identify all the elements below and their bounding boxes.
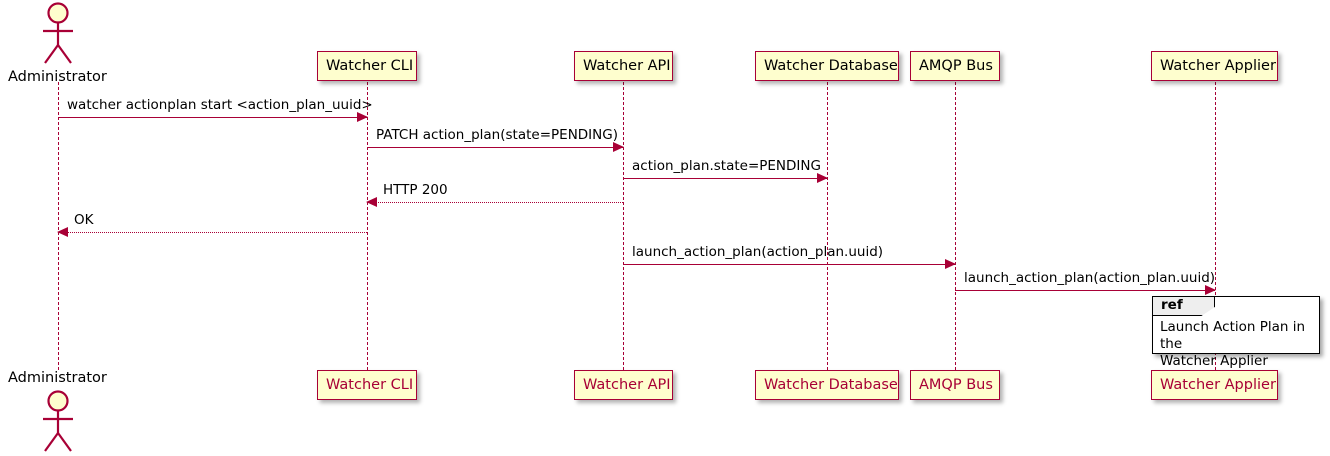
message-line: [623, 178, 827, 179]
actor-label-administrator-bottom: Administrator: [8, 370, 107, 386]
arrowhead-right-icon: [817, 173, 828, 183]
message-label: OK: [74, 212, 94, 228]
actor-label-administrator-top: Administrator: [8, 69, 107, 85]
arrowhead-right-icon: [1205, 285, 1216, 295]
message-line: [955, 290, 1215, 291]
message-line: [367, 202, 623, 203]
ref-fragment-body: Launch Action Plan in the Watcher Applie…: [1160, 319, 1315, 370]
message-line: [623, 264, 955, 265]
message-label: launch_action_plan(action_plan.uuid): [964, 270, 1216, 286]
arrowhead-left-icon: [57, 227, 68, 237]
participant-box-watcher-database-bottom[interactable]: Watcher Database: [755, 370, 899, 400]
message-label: action_plan.state=PENDING: [632, 158, 821, 174]
participant-box-amqp-bus-bottom[interactable]: AMQP Bus: [910, 370, 1000, 400]
message-line: [58, 232, 367, 233]
ref-fragment: ref Launch Action Plan in the Watcher Ap…: [1152, 296, 1320, 369]
participant-box-watcher-applier-top[interactable]: Watcher Applier: [1151, 51, 1278, 81]
message-line: [58, 117, 367, 118]
message-label: launch_action_plan(action_plan.uuid): [632, 244, 884, 260]
participant-box-watcher-api-bottom[interactable]: Watcher API: [574, 370, 673, 400]
lifeline-watcher-database: [827, 82, 828, 370]
arrowhead-right-icon: [613, 142, 624, 152]
message-label: PATCH action_plan(state=PENDING): [376, 127, 618, 143]
actor-administrator-bottom: [38, 390, 80, 454]
arrowhead-right-icon: [357, 112, 368, 122]
message-label: watcher actionplan start <action_plan_uu…: [67, 97, 373, 113]
lifeline-watcher-applier: [1215, 82, 1216, 370]
ref-fragment-tab-label: ref: [1153, 297, 1215, 316]
lifeline-amqp-bus: [955, 82, 956, 370]
lifeline-watcher-cli: [367, 82, 368, 370]
message-line: [367, 147, 623, 148]
participant-box-watcher-applier-bottom[interactable]: Watcher Applier: [1151, 370, 1278, 400]
lifeline-watcher-api: [623, 82, 624, 370]
actor-administrator-top: [38, 2, 80, 66]
arrowhead-right-icon: [945, 259, 956, 269]
participant-box-watcher-cli-bottom[interactable]: Watcher CLI: [317, 370, 417, 400]
participant-box-watcher-cli-top[interactable]: Watcher CLI: [317, 51, 417, 81]
ref-fragment-text-line-2: Watcher Applier: [1160, 353, 1268, 369]
participant-box-watcher-database-top[interactable]: Watcher Database: [755, 51, 899, 81]
lifeline-administrator: [58, 82, 59, 370]
ref-fragment-text-line-1: Launch Action Plan in the: [1160, 319, 1306, 352]
participant-box-watcher-api-top[interactable]: Watcher API: [574, 51, 673, 81]
arrowhead-left-icon: [366, 197, 377, 207]
participant-box-amqp-bus-top[interactable]: AMQP Bus: [910, 51, 1000, 81]
message-label: HTTP 200: [383, 182, 448, 198]
